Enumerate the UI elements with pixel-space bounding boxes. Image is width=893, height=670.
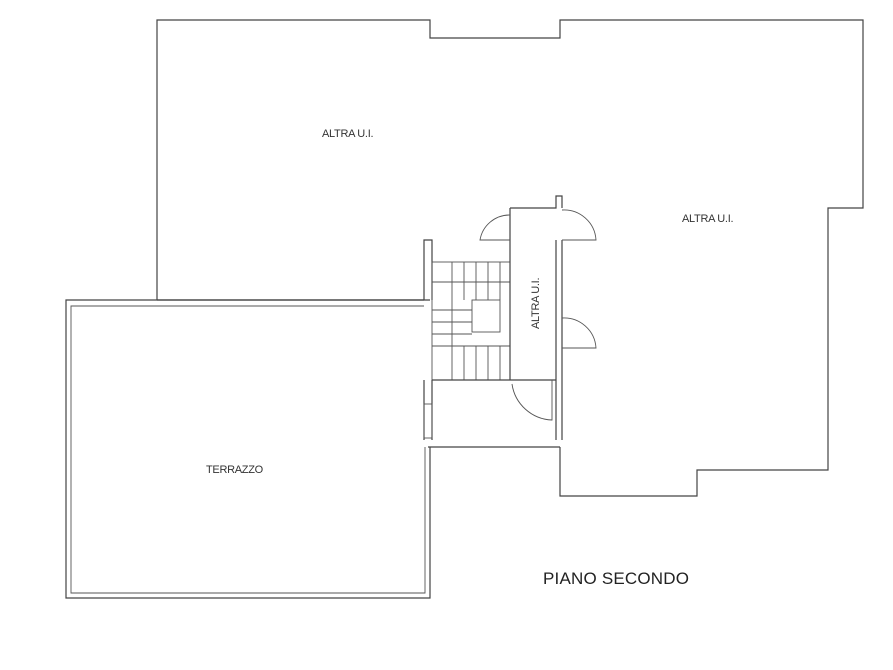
- terrace-outline: [65, 299, 433, 599]
- door-swings: [479, 209, 597, 421]
- room-label-corridor: ALTRA U.I.: [530, 278, 542, 329]
- room-label-east: ALTRA U.I.: [682, 213, 733, 225]
- room-label-terrace: TERRAZZO: [206, 464, 264, 476]
- floor-title: PIANO SECONDO: [543, 569, 689, 588]
- room-label-north: ALTRA U.I.: [322, 128, 373, 140]
- stair-core: [423, 239, 511, 381]
